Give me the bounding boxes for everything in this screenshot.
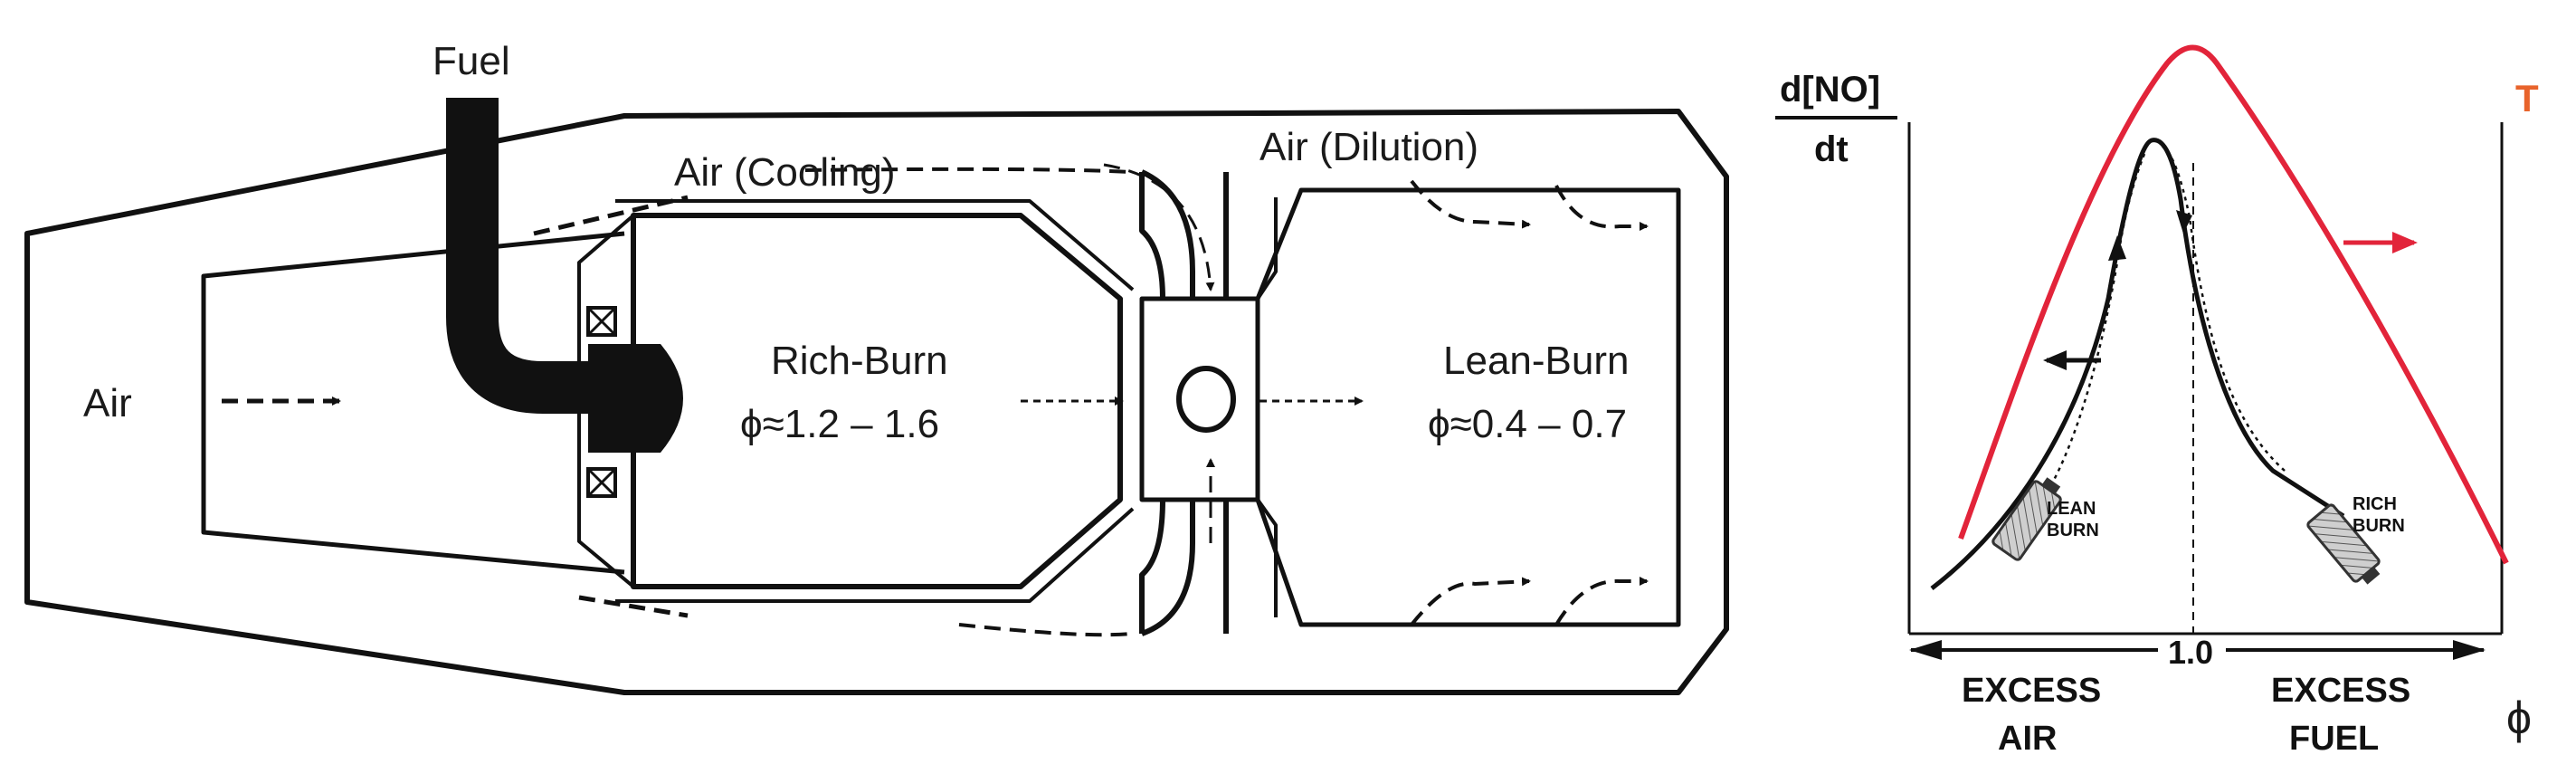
quench-scoop-top xyxy=(1139,169,1229,300)
combustor-labels: Fuel Air Air (Cooling) Air (Dilution) Ri… xyxy=(83,39,1629,446)
quench-scoop-bottom xyxy=(1139,499,1229,636)
lean-zone-title: Lean-Burn xyxy=(1443,339,1629,383)
excess-fuel-line2: FUEL xyxy=(2289,720,2379,758)
y-label-denominator: dt xyxy=(1814,129,1849,169)
dilution-arrow-top-2 xyxy=(1554,185,1649,231)
phi-axis-label: ϕ xyxy=(2506,693,2532,743)
cooling-air-bottom-arrow xyxy=(958,623,1132,637)
quench-orifice xyxy=(1176,366,1236,433)
excess-air-line2: AIR xyxy=(1998,720,2057,758)
temperature-curve xyxy=(1958,44,2509,565)
no-rate-curve xyxy=(1930,138,2345,590)
lean-burn-tag-line2: BURN xyxy=(2047,521,2099,540)
arrowhead-descend xyxy=(2108,235,2126,261)
rich-zone-title: Rich-Burn xyxy=(771,339,948,383)
lean-burn-tag-line1: LEAN xyxy=(2047,499,2096,519)
rich-burner-icon xyxy=(2306,503,2381,585)
rich-burn-tag-line2: BURN xyxy=(2353,516,2405,536)
lean-zone-liner xyxy=(1255,187,1681,627)
dilution-arrow-top-1 xyxy=(1410,179,1531,229)
outer-casing xyxy=(24,109,1729,695)
air-dilution-label: Air (Dilution) xyxy=(1259,125,1478,169)
air-inlet-label: Air xyxy=(83,381,132,425)
fuel-injector xyxy=(446,98,683,498)
quench-section xyxy=(1139,296,1260,502)
air-cooling-label: Air (Cooling) xyxy=(674,150,896,195)
no-rate-path-rich xyxy=(2162,145,2286,472)
y-label-numerator: d[NO] xyxy=(1780,70,1880,110)
arrowhead-ascend xyxy=(2176,210,2192,234)
excess-air-line1: EXCESS xyxy=(1962,672,2101,710)
excess-fuel-line1: EXCESS xyxy=(2271,672,2410,710)
rich-liner-outer-wall xyxy=(615,199,1135,603)
lean-burner-icon xyxy=(1991,477,2062,561)
flow-arrows xyxy=(222,163,1649,637)
rich-zone-range: ϕ≈1.2 – 1.6 xyxy=(740,402,939,446)
combustor-diagram xyxy=(24,109,1729,695)
fuel-label: Fuel xyxy=(433,39,510,83)
lean-zone-range: ϕ≈0.4 – 0.7 xyxy=(1428,402,1627,446)
rich-burn-tag-line1: RICH xyxy=(2353,494,2397,514)
dilution-arrow-bottom-2 xyxy=(1554,577,1649,626)
cooling-air-top-arrow xyxy=(804,167,1132,174)
no-formation-plot: d[NO] dt T LEAN BURN RICH BURN 1.0 EXCES… xyxy=(1775,44,2539,758)
lean-liner-outer-wall xyxy=(1256,197,1278,617)
temperature-label: T xyxy=(2515,77,2539,119)
dilution-arrow-bottom-1 xyxy=(1410,577,1531,626)
stoichiometric-tick-label: 1.0 xyxy=(2168,634,2213,671)
